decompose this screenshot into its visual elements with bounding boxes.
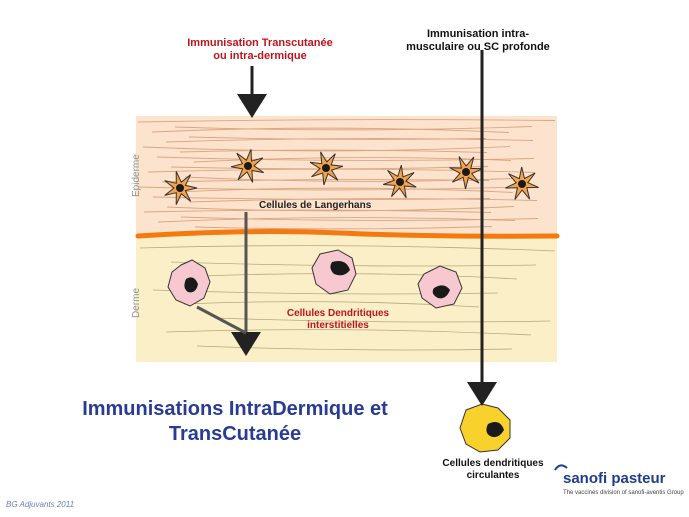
langerhans-cell xyxy=(164,171,198,205)
langerhans-cell xyxy=(230,149,264,183)
dermis-fiber-line xyxy=(214,317,551,323)
cell-nucleus xyxy=(486,422,504,438)
cell-nucleus xyxy=(184,277,198,293)
title-line: TransCutanée xyxy=(168,423,302,445)
epidermis-layer xyxy=(136,116,557,234)
fiber-line xyxy=(157,217,516,223)
fiber-line xyxy=(194,226,493,230)
label-dermis: Derme xyxy=(131,287,142,318)
label-langerhans-cells: Cellules de Langerhans xyxy=(259,200,372,211)
sanofi-logo-mark xyxy=(554,464,568,471)
cell-nucleus xyxy=(244,162,252,170)
slide-title: Immunisations IntraDermique et TransCuta… xyxy=(40,397,430,447)
fiber-line xyxy=(179,149,488,153)
label-interstitial-dendritic-cells: Cellules Dendritiques interstitielles xyxy=(268,308,408,331)
fiber-line xyxy=(143,209,492,213)
langerhans-cells xyxy=(164,149,539,205)
cell-nucleus xyxy=(330,261,350,276)
label-line: Immunisation Transcutanée xyxy=(187,37,333,49)
label-circulating-dendritic-cells: Cellules dendritiques circulantes xyxy=(428,458,558,481)
circulating-dendritic-cell xyxy=(459,403,511,453)
cell-nucleus xyxy=(322,164,330,172)
fiber-line xyxy=(137,119,556,123)
langerhans-cell xyxy=(449,156,483,190)
label-line: Immunisation intra- xyxy=(426,28,530,40)
dermis-fiber-line xyxy=(201,273,518,280)
label-line: musculaire ou SC profonde xyxy=(406,40,550,53)
label-line: circulantes xyxy=(466,469,520,481)
fiber-line xyxy=(174,126,533,131)
label-intramuscular-immunisation: Immunisation intra- musculaire ou SC pro… xyxy=(378,28,578,53)
label-line: ou intra-dermique xyxy=(213,49,307,62)
fiber-line xyxy=(165,138,534,143)
cell-nucleus xyxy=(176,184,184,192)
cell-nucleus xyxy=(518,180,526,188)
dermis-fiber-line xyxy=(139,245,556,252)
label-transcutaneous-immunisation: Immunisation Transcutanée ou intra-dermi… xyxy=(150,37,370,62)
logo-tagline: The vaccines division of sanofi-aventis … xyxy=(563,490,684,496)
interstitial-dendritic-cells xyxy=(167,249,463,309)
logo-wordmark: sanofi pasteur xyxy=(563,470,666,487)
label-line: Cellules Dendritiques xyxy=(286,308,390,319)
cell-nucleus xyxy=(462,168,470,176)
fiber-line xyxy=(166,206,515,212)
fiber-line xyxy=(193,157,512,163)
footer-note: BG Adjuvants 2011 xyxy=(6,500,75,509)
cell-nucleus xyxy=(432,285,450,299)
title-line: Immunisations IntraDermique et xyxy=(82,398,388,420)
fiber-line xyxy=(142,146,511,152)
label-line: Cellules dendritiques xyxy=(442,458,544,469)
arrow-interstitial-migration xyxy=(196,305,247,335)
fiber-line xyxy=(151,127,510,133)
langerhans-cell xyxy=(309,151,344,186)
label-line: interstitielles xyxy=(307,319,369,331)
circulating-cell xyxy=(459,403,511,453)
epidermis-fibers xyxy=(137,119,556,230)
fiber-line xyxy=(175,187,514,193)
langerhans-cell xyxy=(505,166,539,200)
langerhans-cell xyxy=(383,164,417,199)
cell-nucleus xyxy=(396,178,404,186)
fiber-line xyxy=(189,198,538,203)
label-epidermis: Epiderme xyxy=(131,154,142,197)
